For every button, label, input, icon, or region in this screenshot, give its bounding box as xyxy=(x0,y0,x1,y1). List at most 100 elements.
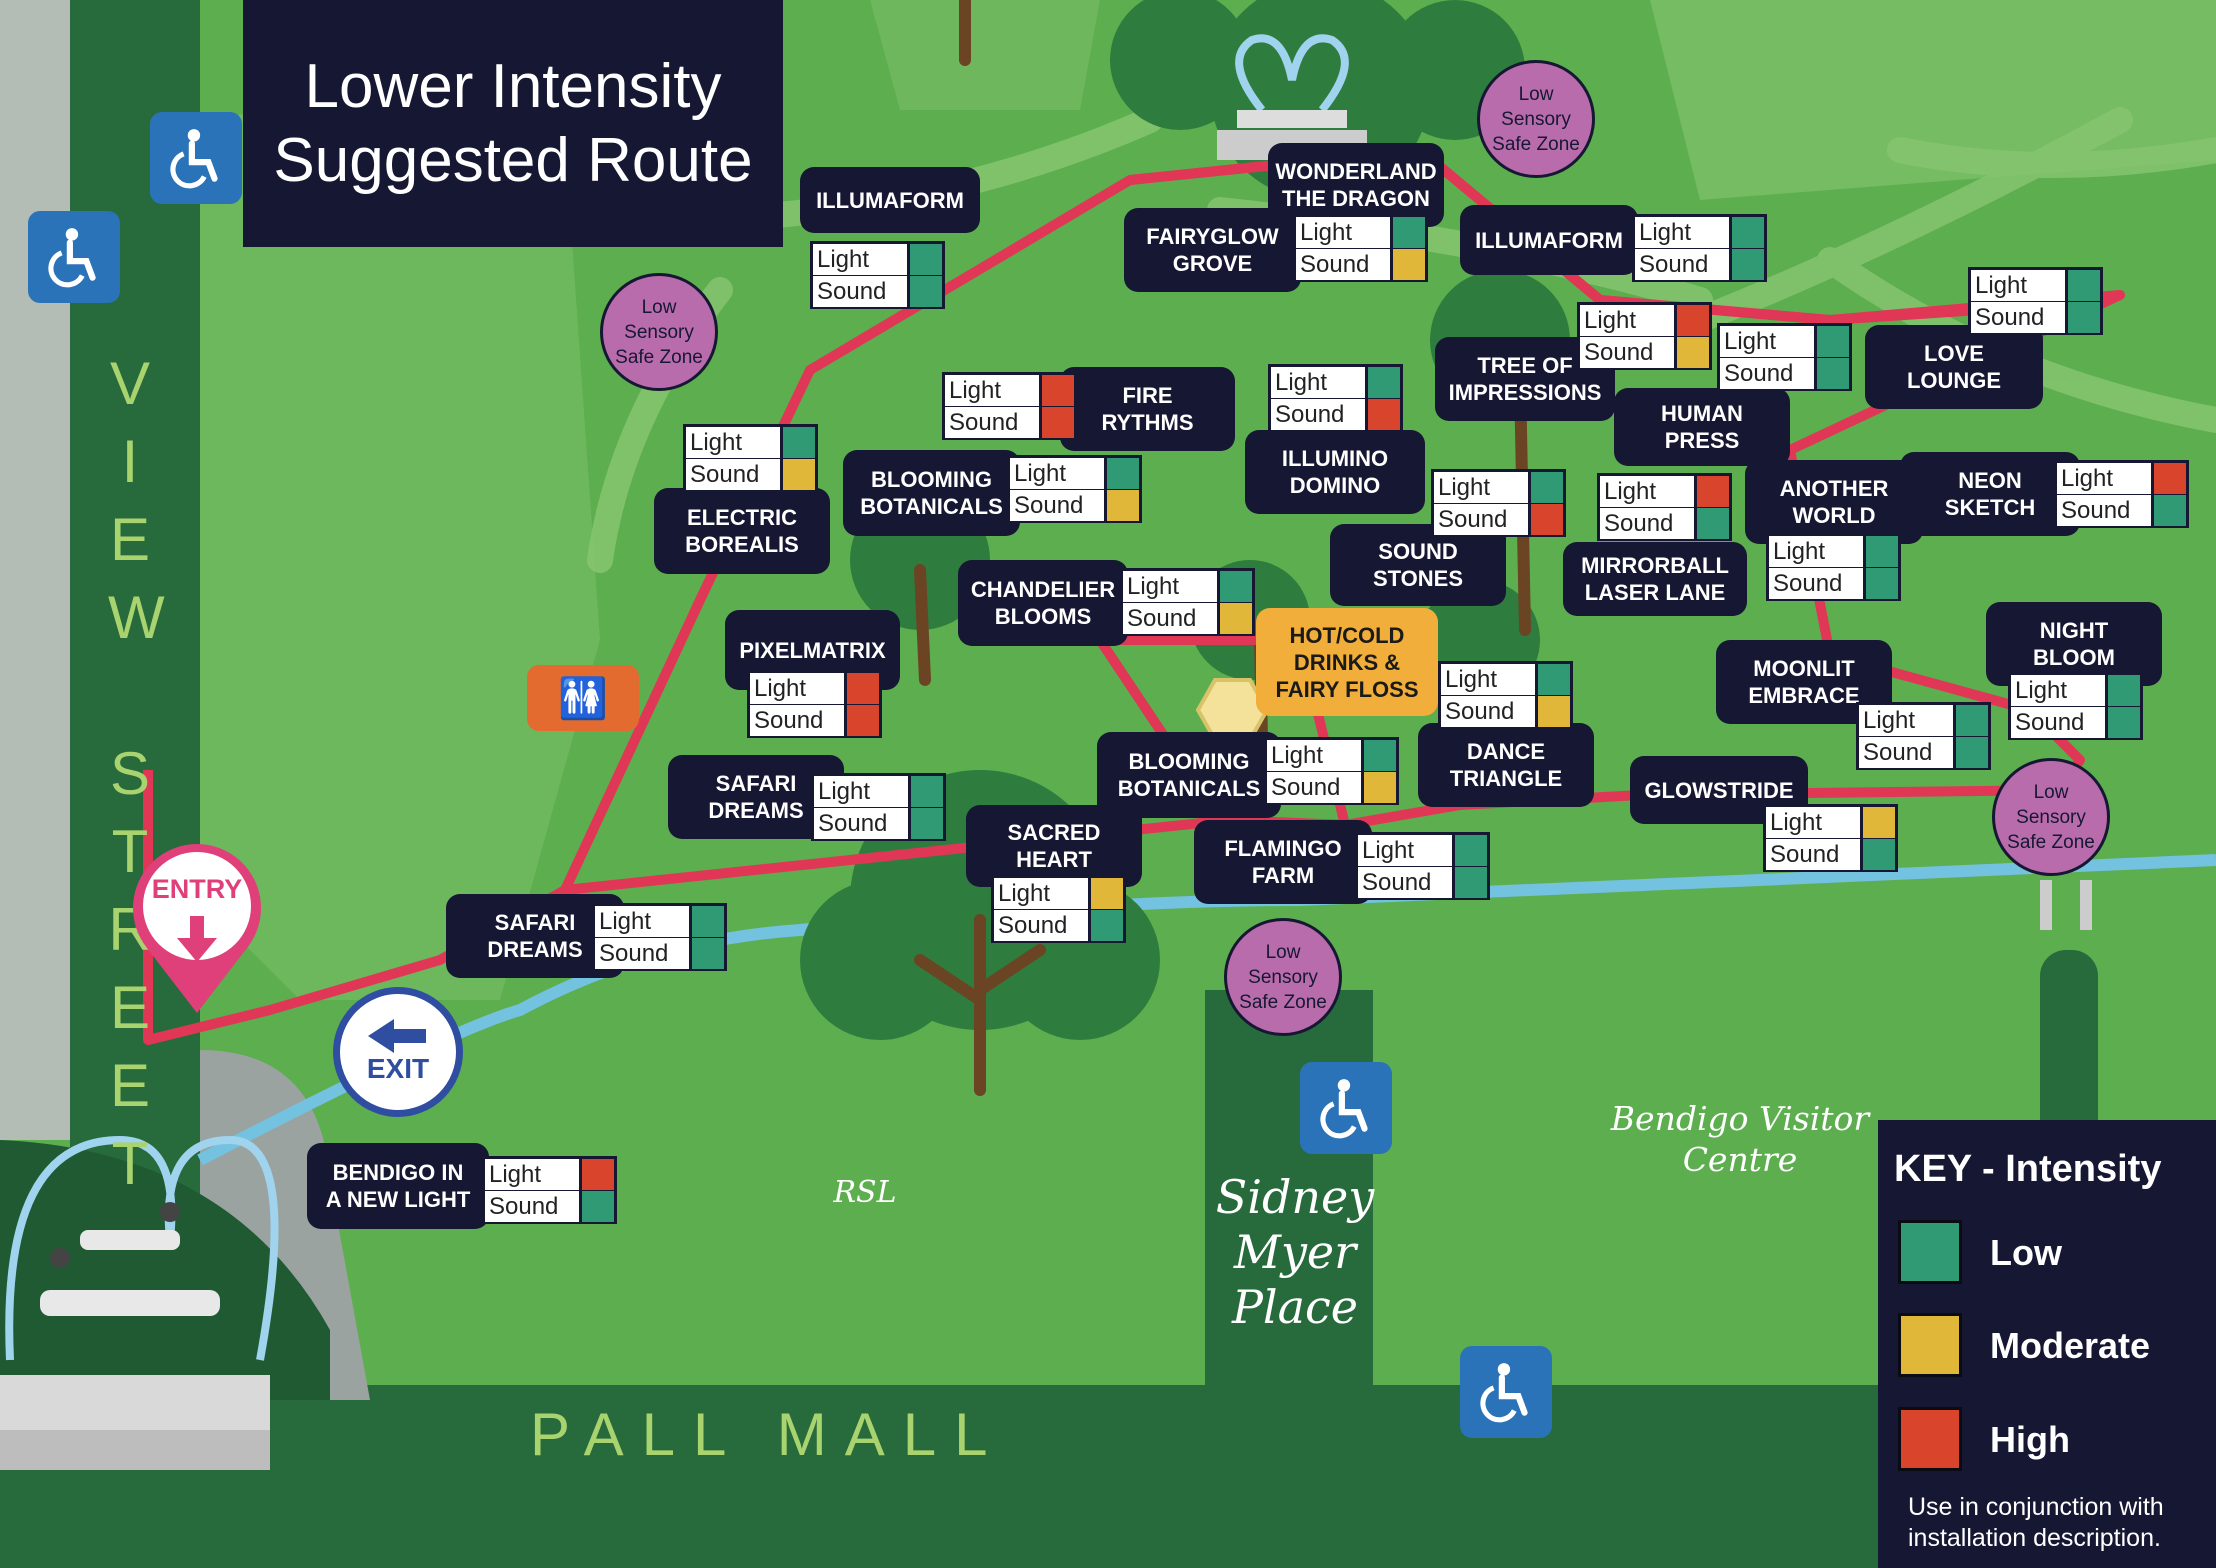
sound-rating: Sound xyxy=(1859,737,1988,768)
street-letter: T xyxy=(111,1130,149,1197)
light-label: Light xyxy=(1267,740,1361,771)
sound-rating: Sound xyxy=(1580,337,1709,368)
sound-label: Sound xyxy=(1441,696,1535,727)
light-label: Light xyxy=(994,878,1088,909)
sound-intensity-swatch xyxy=(1538,696,1570,727)
light-label: Light xyxy=(1769,536,1863,567)
sound-intensity-swatch xyxy=(1531,504,1563,535)
light-rating: Light xyxy=(1267,740,1396,771)
accessible-icon xyxy=(150,112,242,204)
street-letter: W xyxy=(108,584,165,651)
sound-rating: Sound xyxy=(945,407,1074,438)
light-label: Light xyxy=(1971,270,2065,301)
installation-name: IMPRESSIONS xyxy=(1448,380,1602,405)
sound-label: Sound xyxy=(686,459,780,490)
sound-label: Sound xyxy=(595,938,689,969)
installation-name: SACRED xyxy=(1007,820,1101,845)
sound-label: Sound xyxy=(945,407,1039,438)
light-label: Light xyxy=(1580,305,1674,336)
sound-label: Sound xyxy=(994,910,1088,941)
sound-label: Sound xyxy=(1720,358,1814,389)
installation-glowstride[interactable]: GLOWSTRIDE xyxy=(1630,756,1808,824)
installation-name: PIXELMATRIX xyxy=(739,637,886,663)
sound-intensity-swatch xyxy=(1107,490,1139,521)
installation-name: ANOTHER xyxy=(1779,476,1889,501)
light-rating: Light xyxy=(686,427,815,458)
installation-illumaform-east[interactable]: ILLUMAFORM xyxy=(1460,205,1638,275)
sound-label: Sound xyxy=(1859,737,1953,768)
light-rating: Light xyxy=(1600,476,1729,507)
sound-label: Sound xyxy=(1580,337,1674,368)
light-label: Light xyxy=(595,906,689,937)
light-intensity-swatch xyxy=(1732,217,1764,248)
light-rating: Light xyxy=(1296,217,1425,248)
sound-rating: Sound xyxy=(994,910,1123,941)
safe-zone-line: Low xyxy=(641,296,677,318)
key-note: Use in conjunction with installation des… xyxy=(1908,1493,2164,1552)
light-intensity-swatch xyxy=(1677,305,1709,336)
sound-intensity-swatch xyxy=(910,276,942,307)
safe-zone-line: Sensory xyxy=(2016,806,2086,828)
installation-name: CHANDELIER xyxy=(970,577,1116,602)
sound-label: Sound xyxy=(1769,568,1863,599)
sound-intensity-swatch xyxy=(2154,495,2186,526)
sound-label: Sound xyxy=(1296,249,1390,280)
sound-rating: Sound xyxy=(813,276,942,307)
sound-intensity-swatch xyxy=(783,459,815,490)
exit-arrow-icon xyxy=(368,1019,426,1053)
sound-rating: Sound xyxy=(1720,358,1849,389)
safe-zone-line: Low xyxy=(1518,83,1554,105)
sound-intensity-swatch xyxy=(1956,737,1988,768)
light-intensity-swatch xyxy=(2108,675,2140,706)
entry-marker xyxy=(133,844,261,1013)
sound-rating: Sound xyxy=(814,808,943,839)
light-label: Light xyxy=(1635,217,1729,248)
installation-illumaform-west[interactable]: ILLUMAFORM xyxy=(800,167,980,233)
installation-name: ILLUMAFORM xyxy=(816,187,964,213)
sound-rating: Sound xyxy=(1296,249,1425,280)
sidney-myer-line-3: Place xyxy=(1231,1280,1359,1334)
sound-intensity-swatch xyxy=(582,1191,614,1222)
street-letter: S xyxy=(109,740,151,807)
safe-zone-line: Sensory xyxy=(1248,966,1318,988)
light-label: Light xyxy=(2057,463,2151,494)
installation-name: DREAMS xyxy=(487,937,583,962)
light-intensity-swatch xyxy=(1107,458,1139,489)
sound-intensity-swatch xyxy=(1455,867,1487,898)
light-intensity-swatch xyxy=(1364,740,1396,771)
installation-name: BENDIGO IN xyxy=(332,1160,464,1185)
installation-name: BLOOMING xyxy=(871,467,992,492)
installation-name: BLOOMING xyxy=(1128,749,1250,774)
safe-zone-line: Safe Zone xyxy=(1492,133,1580,155)
sound-rating: Sound xyxy=(1769,568,1898,599)
light-intensity-swatch xyxy=(783,427,815,458)
key-swatch-moderate xyxy=(1898,1313,1962,1377)
sound-intensity-swatch xyxy=(1042,407,1074,438)
